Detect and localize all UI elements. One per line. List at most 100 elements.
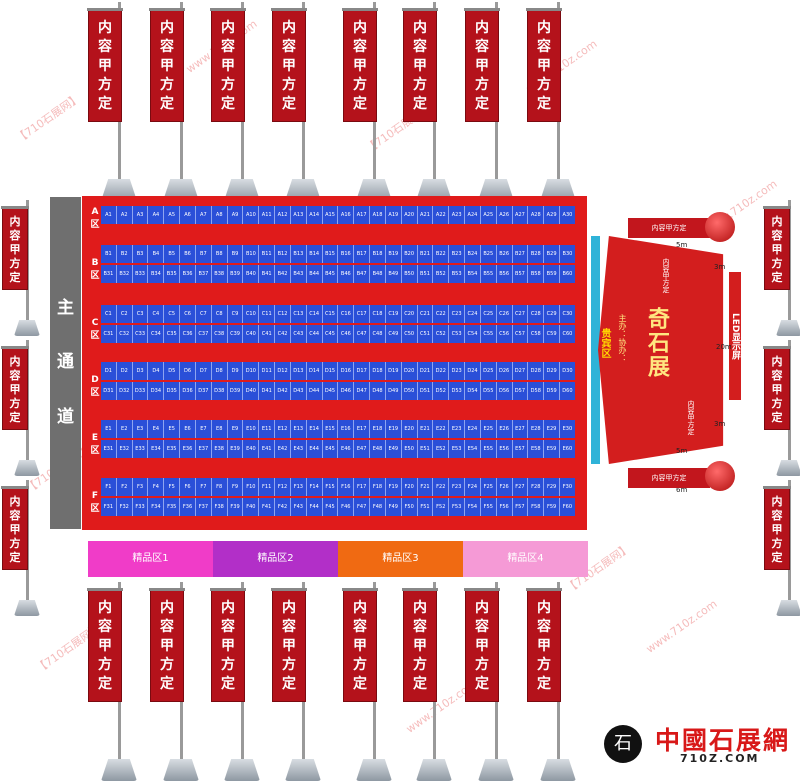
seat[interactable]: E3 xyxy=(133,420,149,438)
seat[interactable]: F19 xyxy=(386,478,402,496)
seat[interactable]: D12 xyxy=(275,362,291,380)
seat[interactable]: A2 xyxy=(117,206,133,224)
seat[interactable]: B42 xyxy=(275,265,291,283)
seat[interactable]: D52 xyxy=(433,382,450,400)
seat[interactable]: F15 xyxy=(323,478,339,496)
seat[interactable]: F54 xyxy=(465,498,481,516)
seat[interactable]: A18 xyxy=(370,206,386,224)
seat[interactable]: F25 xyxy=(481,478,497,496)
seat[interactable]: B28 xyxy=(528,245,545,263)
seat[interactable]: F47 xyxy=(354,498,371,516)
seat[interactable]: E54 xyxy=(465,440,481,458)
seat[interactable]: F30 xyxy=(562,484,573,490)
seat[interactable]: B1 xyxy=(101,245,117,263)
seat[interactable]: B23 xyxy=(449,245,466,263)
seat[interactable]: F36 xyxy=(180,498,196,516)
seat[interactable]: C10 xyxy=(243,305,260,323)
seat[interactable]: D43 xyxy=(291,382,307,400)
seat[interactable]: E34 xyxy=(148,440,165,458)
seat[interactable]: F27 xyxy=(513,478,529,496)
seat[interactable]: E19 xyxy=(386,420,402,438)
seat[interactable]: E33 xyxy=(133,440,149,458)
seat[interactable]: D53 xyxy=(449,382,466,400)
seat[interactable]: B40 xyxy=(243,265,260,283)
seat[interactable]: C43 xyxy=(291,325,307,343)
seat[interactable]: E6 xyxy=(180,420,196,438)
seat[interactable]: C27 xyxy=(513,305,529,323)
seat[interactable]: A29 xyxy=(544,206,561,224)
seat[interactable]: E40 xyxy=(243,440,260,458)
seat[interactable]: F11 xyxy=(259,478,276,496)
seat[interactable]: F59 xyxy=(544,498,561,516)
seat[interactable]: F17 xyxy=(354,478,371,496)
seat[interactable]: F3 xyxy=(133,478,149,496)
seat[interactable]: D45 xyxy=(323,382,339,400)
seat[interactable]: B21 xyxy=(418,245,434,263)
seat[interactable]: B27 xyxy=(513,245,529,263)
seat[interactable]: E39 xyxy=(228,440,244,458)
seat[interactable]: F21 xyxy=(418,478,434,496)
seat[interactable]: D51 xyxy=(418,382,434,400)
seat[interactable]: E48 xyxy=(370,440,386,458)
seat[interactable]: D18 xyxy=(370,362,386,380)
seat[interactable]: F22 xyxy=(433,478,450,496)
seat[interactable]: C58 xyxy=(528,325,545,343)
seat[interactable]: B25 xyxy=(481,245,497,263)
seat[interactable]: C31 xyxy=(101,325,117,343)
seat[interactable]: F6 xyxy=(180,478,196,496)
seat[interactable]: C15 xyxy=(323,305,339,323)
seat[interactable]: B32 xyxy=(117,265,133,283)
seat[interactable]: C38 xyxy=(212,325,228,343)
seat[interactable]: D50 xyxy=(402,382,418,400)
seat[interactable]: D56 xyxy=(497,382,513,400)
seat[interactable]: F58 xyxy=(528,498,545,516)
seat[interactable]: D14 xyxy=(307,362,323,380)
seat[interactable]: C37 xyxy=(196,325,212,343)
seat[interactable]: F57 xyxy=(513,498,529,516)
seat[interactable]: F33 xyxy=(133,498,149,516)
seat[interactable]: D47 xyxy=(354,382,371,400)
seat[interactable]: E4 xyxy=(148,420,165,438)
seat[interactable]: C9 xyxy=(228,305,244,323)
seat[interactable]: F10 xyxy=(243,478,260,496)
seat[interactable]: C4 xyxy=(148,305,165,323)
seat[interactable]: B5 xyxy=(164,245,181,263)
seat[interactable]: E50 xyxy=(402,440,418,458)
seat[interactable]: A16 xyxy=(338,206,355,224)
seat[interactable]: D39 xyxy=(228,382,244,400)
seat[interactable]: F45 xyxy=(323,498,339,516)
seat[interactable]: D42 xyxy=(275,382,291,400)
seat[interactable]: E45 xyxy=(323,440,339,458)
seat[interactable]: F29 xyxy=(544,478,561,496)
seat[interactable]: A21 xyxy=(418,206,434,224)
seat[interactable]: B36 xyxy=(180,265,196,283)
seat[interactable]: D49 xyxy=(386,382,402,400)
seat[interactable]: C49 xyxy=(386,325,402,343)
seat[interactable]: B12 xyxy=(275,245,291,263)
seat[interactable]: E10 xyxy=(243,420,260,438)
seat[interactable]: A11 xyxy=(259,206,276,224)
seat[interactable]: D1 xyxy=(101,362,117,380)
seat[interactable]: C14 xyxy=(307,305,323,323)
seat[interactable]: E15 xyxy=(323,420,339,438)
seat[interactable]: A10 xyxy=(243,206,260,224)
seat[interactable]: C47 xyxy=(354,325,371,343)
seat[interactable]: E1 xyxy=(101,420,117,438)
seat[interactable]: F43 xyxy=(291,498,307,516)
seat[interactable]: D17 xyxy=(354,362,371,380)
seat[interactable]: D25 xyxy=(481,362,497,380)
seat[interactable]: B52 xyxy=(433,265,450,283)
seat[interactable]: D21 xyxy=(418,362,434,380)
seat[interactable]: E22 xyxy=(433,420,450,438)
seat[interactable]: F39 xyxy=(228,498,244,516)
seat[interactable]: C20 xyxy=(402,305,418,323)
seat[interactable]: B55 xyxy=(481,265,497,283)
seat[interactable]: C5 xyxy=(164,305,181,323)
seat[interactable]: B37 xyxy=(196,265,212,283)
seat[interactable]: A1 xyxy=(101,206,117,224)
seat[interactable]: B24 xyxy=(465,245,481,263)
seat[interactable]: A24 xyxy=(465,206,481,224)
seat[interactable]: C42 xyxy=(275,325,291,343)
seat[interactable]: E27 xyxy=(513,420,529,438)
seat[interactable]: E47 xyxy=(354,440,371,458)
